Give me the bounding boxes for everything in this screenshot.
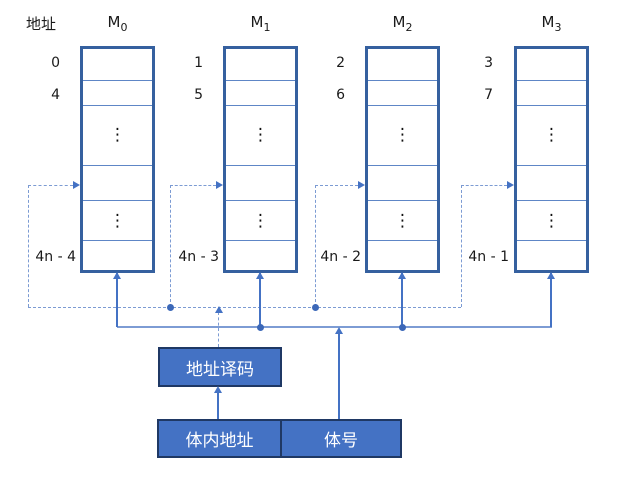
address-label: 3 xyxy=(484,55,493,71)
address-label: 0 xyxy=(51,55,60,71)
cell-divider xyxy=(517,200,586,201)
address-label: 7 xyxy=(484,87,493,103)
intra-bank-address-cell: 体内地址 xyxy=(159,421,282,456)
cell-divider xyxy=(83,165,152,166)
arrowhead-into-m3-bottom xyxy=(547,272,555,279)
cell-divider xyxy=(226,165,295,166)
intra-bank-address-label: 体内地址 xyxy=(185,431,254,451)
row-select-branch-m2 xyxy=(315,185,316,307)
arrowhead-decoder-to-bus xyxy=(215,306,223,313)
arrowhead-into-decoder xyxy=(214,386,222,393)
address-label: 4n - 1 xyxy=(468,249,509,265)
cell-divider xyxy=(83,240,152,241)
intra-address-to-decoder-line xyxy=(217,392,219,419)
ellipsis: ⋮ xyxy=(543,211,560,231)
ellipsis: ⋮ xyxy=(543,125,560,145)
ellipsis: ⋮ xyxy=(252,211,269,231)
bank-number-cell: 体号 xyxy=(282,421,400,456)
bank-select-branch-m0 xyxy=(116,273,118,327)
row-select-branch-m0 xyxy=(28,185,29,307)
junction-dot xyxy=(399,324,406,331)
cell-divider xyxy=(368,165,437,166)
cell-divider xyxy=(368,105,437,106)
row-select-branch-m3 xyxy=(461,185,507,186)
address-label: 6 xyxy=(336,87,345,103)
arrowhead-bank-number-to-bus xyxy=(335,327,343,334)
row-select-bus xyxy=(28,307,461,308)
cell-divider xyxy=(368,240,437,241)
arrowhead-into-m1-bottom xyxy=(256,272,264,279)
memory-bank-m3: ⋮ ⋮ xyxy=(514,46,589,273)
address-label: 4n - 2 xyxy=(320,249,361,265)
cell-divider xyxy=(83,105,152,106)
memory-bank-m1: ⋮ ⋮ xyxy=(223,46,298,273)
ellipsis: ⋮ xyxy=(109,211,126,231)
cell-divider xyxy=(517,240,586,241)
junction-dot xyxy=(312,304,319,311)
ellipsis: ⋮ xyxy=(394,211,411,231)
cell-divider xyxy=(517,105,586,106)
cell-divider xyxy=(83,80,152,81)
bank-header-m0: M0 xyxy=(107,13,128,34)
address-register-box: 体内地址 体号 xyxy=(157,419,402,458)
row-select-branch-m3 xyxy=(461,185,462,307)
address-decoder-box: 地址译码 xyxy=(158,347,282,387)
address-label: 1 xyxy=(194,55,203,71)
row-select-branch-m1 xyxy=(170,185,216,186)
cell-divider xyxy=(226,80,295,81)
decoder-to-bus-line xyxy=(218,312,219,347)
bank-select-branch-m2 xyxy=(401,273,403,327)
bank-select-branch-m3 xyxy=(550,273,552,327)
row-select-branch-m0 xyxy=(28,185,73,186)
memory-bank-m0: ⋮ ⋮ xyxy=(80,46,155,273)
arrowhead-into-m1 xyxy=(216,181,223,189)
address-decoder-label: 地址译码 xyxy=(186,359,254,380)
arrowhead-into-m2 xyxy=(358,181,365,189)
junction-dot xyxy=(167,304,174,311)
bank-number-to-bus-line xyxy=(338,333,340,419)
row-select-branch-m2 xyxy=(315,185,358,186)
cell-divider xyxy=(83,200,152,201)
memory-bank-m2: ⋮ ⋮ xyxy=(365,46,440,273)
address-label: 5 xyxy=(194,87,203,103)
arrowhead-into-m0-bottom xyxy=(113,272,121,279)
bank-number-label: 体号 xyxy=(324,431,358,451)
bank-header-m2: M2 xyxy=(392,13,413,34)
cell-divider xyxy=(517,165,586,166)
arrowhead-into-m3 xyxy=(507,181,514,189)
cell-divider xyxy=(226,200,295,201)
bank-select-bus xyxy=(117,326,552,328)
ellipsis: ⋮ xyxy=(394,125,411,145)
address-label: 2 xyxy=(336,55,345,71)
row-select-branch-m1 xyxy=(170,185,171,307)
ellipsis: ⋮ xyxy=(252,125,269,145)
bank-select-branch-m1 xyxy=(259,273,261,327)
cell-divider xyxy=(368,200,437,201)
cell-divider xyxy=(226,105,295,106)
cell-divider xyxy=(226,240,295,241)
address-label: 4n - 3 xyxy=(178,249,219,265)
bank-header-m3: M3 xyxy=(541,13,562,34)
ellipsis: ⋮ xyxy=(109,125,126,145)
address-label: 4n - 4 xyxy=(35,249,76,265)
address-column-title: 地址 xyxy=(26,15,57,33)
cell-divider xyxy=(368,80,437,81)
arrowhead-into-m0 xyxy=(73,181,80,189)
junction-dot xyxy=(257,324,264,331)
arrowhead-into-m2-bottom xyxy=(398,272,406,279)
address-label: 4 xyxy=(51,87,60,103)
cell-divider xyxy=(517,80,586,81)
bank-header-m1: M1 xyxy=(250,13,271,34)
